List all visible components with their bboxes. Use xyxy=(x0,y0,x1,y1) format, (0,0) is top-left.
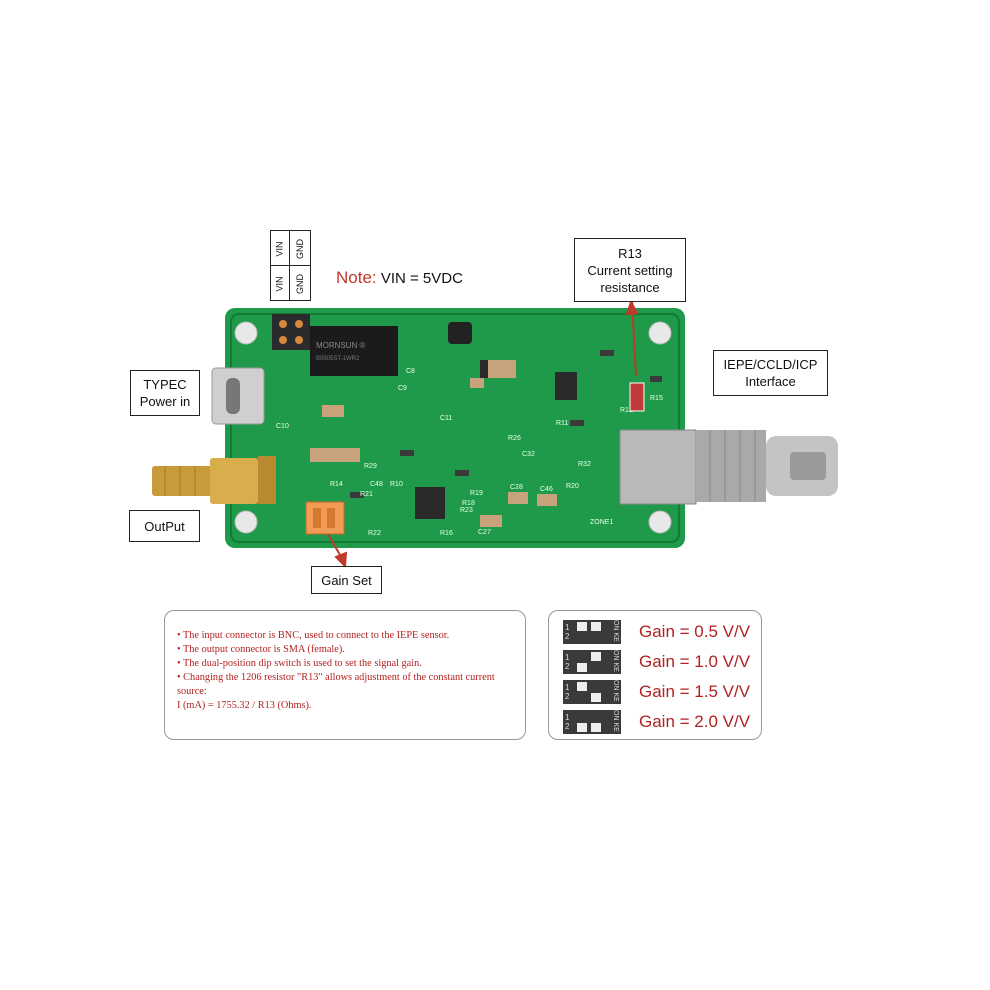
gain-label: Gain = 0.5 V/V xyxy=(639,622,751,641)
silk-label: ZONE1 xyxy=(590,519,613,526)
dip-switch-icon: 1 2 ON KE xyxy=(563,680,621,704)
note-label: Note: xyxy=(336,268,377,287)
module-text: MORNSUN ® xyxy=(316,341,366,350)
gain-label: Gain = 1.5 V/V xyxy=(639,682,751,701)
gain-row: 1 2 ON KE Gain = 2.0 V/V xyxy=(563,707,761,737)
gain-dip-switch xyxy=(305,501,345,535)
dip-switch-knob xyxy=(591,652,601,661)
silk-label: R12 xyxy=(620,407,633,414)
dip-switch-icon: 1 2 ON KE xyxy=(563,620,621,644)
silk-label: R29 xyxy=(364,463,377,470)
bnc-connector xyxy=(619,429,838,505)
gain-label: Gain = 1.0 V/V xyxy=(639,652,751,671)
info-line: • Changing the 1206 resistor "R13" allow… xyxy=(177,672,495,697)
info-line: • The output connector is SMA (female). xyxy=(177,644,345,655)
dip-switch-knob xyxy=(591,723,601,732)
callout-line: Gain Set xyxy=(321,572,372,588)
silk-label: R23 xyxy=(460,507,473,514)
callout-output: OutPut xyxy=(129,510,200,542)
silk-label: R14 xyxy=(330,481,343,488)
dip-switch-knob xyxy=(577,663,587,672)
callout-line: IEPE/CCLD/ICP xyxy=(723,357,818,372)
silk-label: C9 xyxy=(398,385,407,392)
callout-typec: TYPEC Power in xyxy=(130,370,200,416)
silk-label: C48 xyxy=(370,481,383,488)
note-text: Note: VIN = 5VDC xyxy=(336,268,463,288)
r13-resistor xyxy=(629,382,645,412)
callout-line: R13 xyxy=(618,245,642,261)
callout-r13: R13 Current setting resistance xyxy=(574,238,686,302)
gain-table: 1 2 ON KE Gain = 0.5 V/V 1 2 ON KE Gain … xyxy=(548,610,762,740)
silk-label: C8 xyxy=(406,368,415,375)
silk-label: C28 xyxy=(510,484,523,491)
info-line: • The dual-position dip switch is used t… xyxy=(177,658,422,669)
capacitors xyxy=(310,360,557,527)
callout-line: TYPEC xyxy=(143,377,187,392)
silk-label: C32 xyxy=(522,451,535,458)
silk-label: C46 xyxy=(540,486,553,493)
callout-line: Interface xyxy=(745,374,796,389)
dip-switch-knob xyxy=(577,723,587,732)
silk-label: C11 xyxy=(440,415,452,422)
dip-switch-icon: 1 2 ON KE xyxy=(563,710,621,734)
callout-line: OutPut xyxy=(144,518,185,534)
dip-switch-knob xyxy=(591,693,601,702)
silk-label: C27 xyxy=(478,529,491,536)
dcdc-module xyxy=(310,326,398,376)
dip-switch-knob xyxy=(591,622,601,631)
note-value: VIN = 5VDC xyxy=(380,270,463,287)
info-line: I (mA) = 1755.32 / R13 (Ohms). xyxy=(177,700,312,711)
callout-line: Current setting xyxy=(587,262,673,278)
silk-label: R32 xyxy=(578,461,591,468)
silk-label: R11 xyxy=(556,420,568,427)
silk-label: R21 xyxy=(360,491,373,498)
silk-label: R22 xyxy=(368,530,381,537)
gain-row: 1 2 ON KE Gain = 1.0 V/V xyxy=(563,647,761,677)
sma-connector xyxy=(152,456,276,504)
silk-label: R26 xyxy=(508,435,521,442)
inductor xyxy=(448,322,472,344)
resistors xyxy=(350,350,662,498)
callout-iepe: IEPE/CCLD/ICP Interface xyxy=(713,350,828,396)
silk-label: R10 xyxy=(390,481,403,488)
dip-switch-icon: 1 2 ON KE xyxy=(563,650,621,674)
arrows xyxy=(327,299,639,569)
gain-row: 1 2 ON KE Gain = 0.5 V/V xyxy=(563,617,761,647)
silk-label: R20 xyxy=(566,483,579,490)
silk-label: R18 xyxy=(462,500,475,507)
info-box: • The input connector is BNC, used to co… xyxy=(164,610,526,740)
silk-label: R15 xyxy=(650,395,663,402)
silk-label: R16 xyxy=(440,530,453,537)
module-text: B0505ST-1WR2 xyxy=(316,356,360,362)
silk-label: R19 xyxy=(470,490,483,497)
dip-switch-knob xyxy=(577,682,587,691)
info-line: • The input connector is BNC, used to co… xyxy=(177,630,450,641)
mounting-holes xyxy=(234,321,672,534)
callout-line: resistance xyxy=(600,279,660,295)
dip-switch-knob xyxy=(577,622,587,631)
pin-label: GND xyxy=(289,265,311,301)
gain-label: Gain = 2.0 V/V xyxy=(639,712,751,731)
silk-label: C10 xyxy=(276,423,289,430)
power-pin-legend: VIN GND VIN GND xyxy=(270,230,311,301)
callout-gain-set: Gain Set xyxy=(311,566,382,594)
callout-line: Power in xyxy=(139,394,191,409)
power-header xyxy=(272,314,310,350)
gain-row: 1 2 ON KE Gain = 1.5 V/V xyxy=(563,677,761,707)
